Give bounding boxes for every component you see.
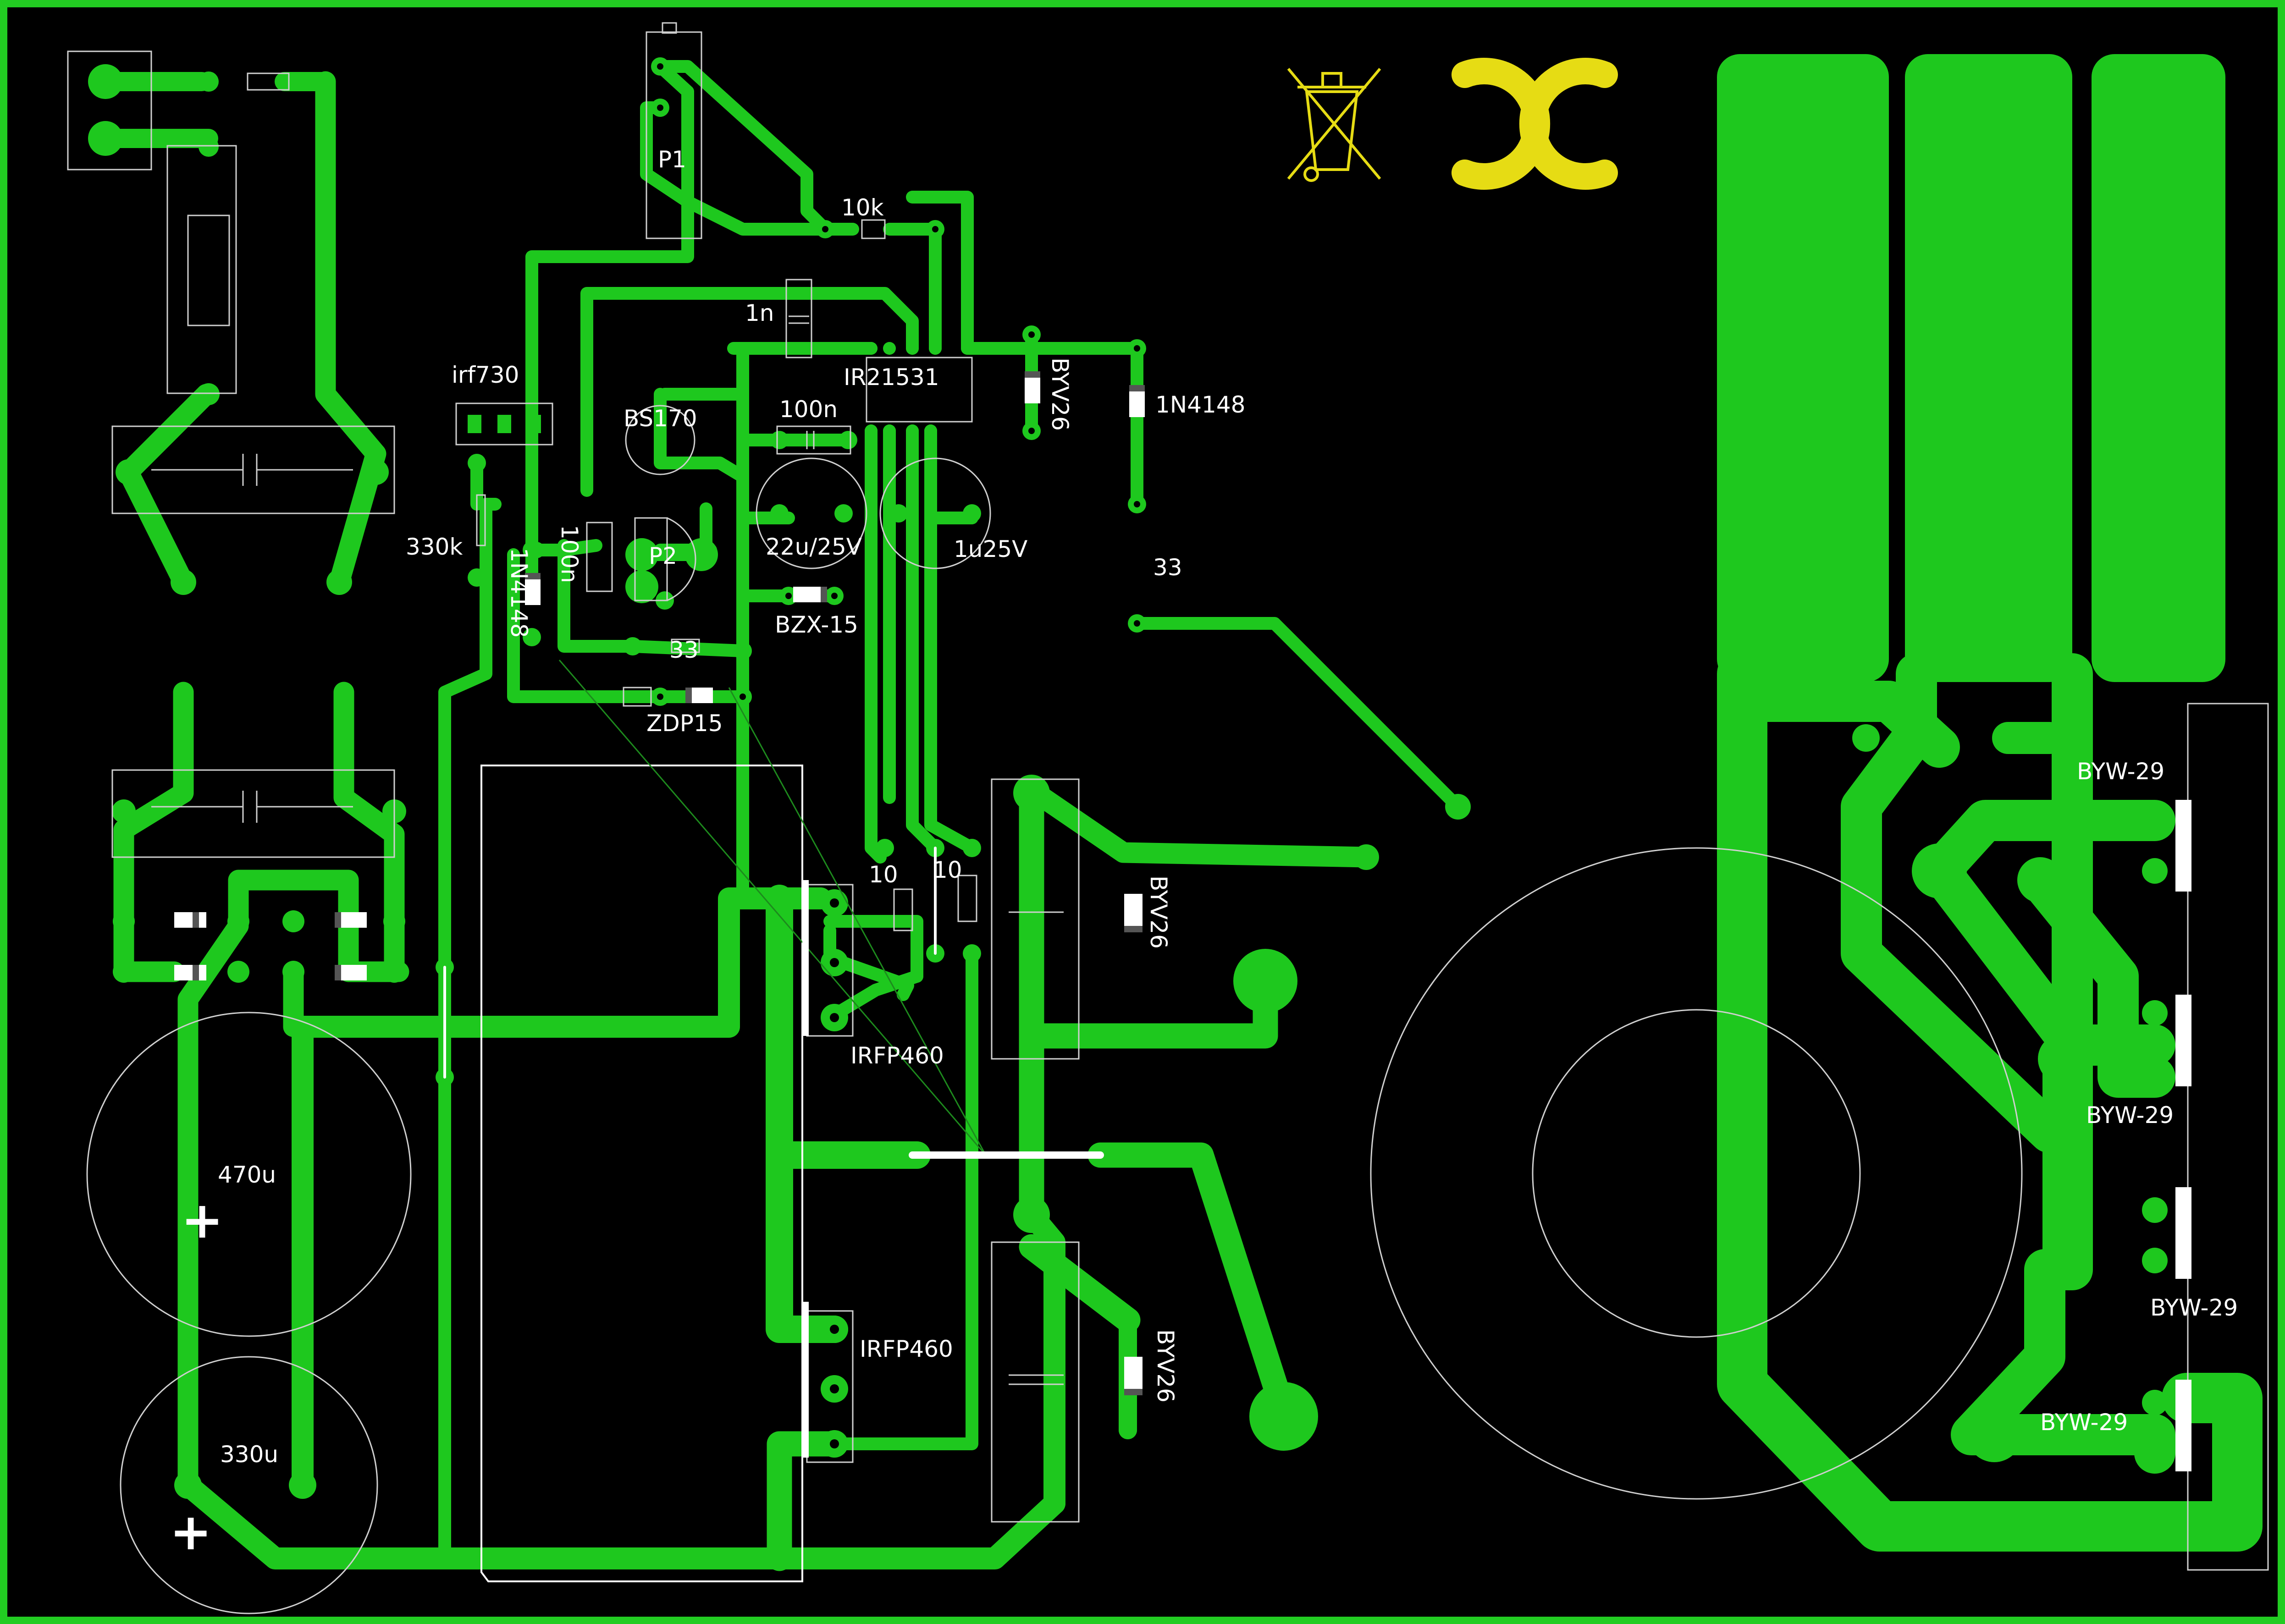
- label-bs170: BS170: [624, 405, 697, 432]
- label-100n-b: 100n: [556, 525, 583, 583]
- label-byw29-d: BYW-29: [2040, 1409, 2128, 1436]
- copper-layer: [88, 54, 2263, 1571]
- label-22u: 22u/25V: [766, 534, 862, 560]
- label-1n: 1n: [745, 300, 774, 326]
- label-p1: P1: [658, 146, 686, 173]
- plus-mark-330u: +: [170, 1503, 212, 1561]
- label-byv26-bottom: BYV26: [1152, 1329, 1179, 1403]
- label-10-b: 10: [933, 857, 962, 883]
- plus-mark-470u: +: [181, 1191, 223, 1250]
- label-10-a: 10: [869, 861, 898, 888]
- label-bzx15: BZX-15: [775, 611, 858, 638]
- ir21531-pins: [468, 342, 942, 437]
- label-100n-a: 100n: [779, 396, 838, 423]
- label-330k: 330k: [406, 534, 463, 560]
- polarity-marks: + +: [170, 1191, 223, 1561]
- label-10k: 10k: [841, 194, 884, 221]
- label-irf730: irf730: [452, 362, 519, 388]
- weee-bin-icon: [1287, 68, 1381, 182]
- label-zdp15: ZDP15: [646, 710, 723, 737]
- label-ir21531: IR21531: [844, 364, 939, 391]
- label-1n4148-mid: 1N4148: [506, 548, 532, 638]
- label-p2: P2: [649, 543, 677, 569]
- label-byw29-c: BYW-29: [2150, 1294, 2238, 1321]
- label-330u: 330u: [220, 1441, 278, 1468]
- ce-mark-icon: [1452, 58, 1618, 190]
- label-470u: 470u: [218, 1162, 276, 1188]
- component-labels: P1 10k 1n IR21531 BYV26 1N4148 irf730 BS…: [218, 146, 2238, 1468]
- irfp460-tabs: [802, 880, 809, 1458]
- label-irfp460-a: IRFP460: [850, 1042, 944, 1069]
- label-1n4148-top: 1N4148: [1155, 391, 1245, 418]
- label-byw29-a: BYW-29: [2077, 758, 2164, 785]
- byw29-packages: [2142, 800, 2191, 1471]
- diode-bodies: [174, 371, 1145, 1395]
- label-1u: 1u25V: [954, 536, 1027, 562]
- label-byv26-top: BYV26: [1047, 358, 1073, 431]
- label-33-mid: 33: [669, 637, 699, 663]
- jumper-wires: [443, 847, 1104, 1159]
- label-byv26-mid: BYV26: [1145, 875, 1172, 949]
- label-byw29-b: BYW-29: [2086, 1102, 2174, 1129]
- silkscreen-layer: [67, 22, 2269, 1614]
- label-irfp460-b: IRFP460: [860, 1336, 953, 1362]
- label-33-right: 33: [1153, 554, 1182, 581]
